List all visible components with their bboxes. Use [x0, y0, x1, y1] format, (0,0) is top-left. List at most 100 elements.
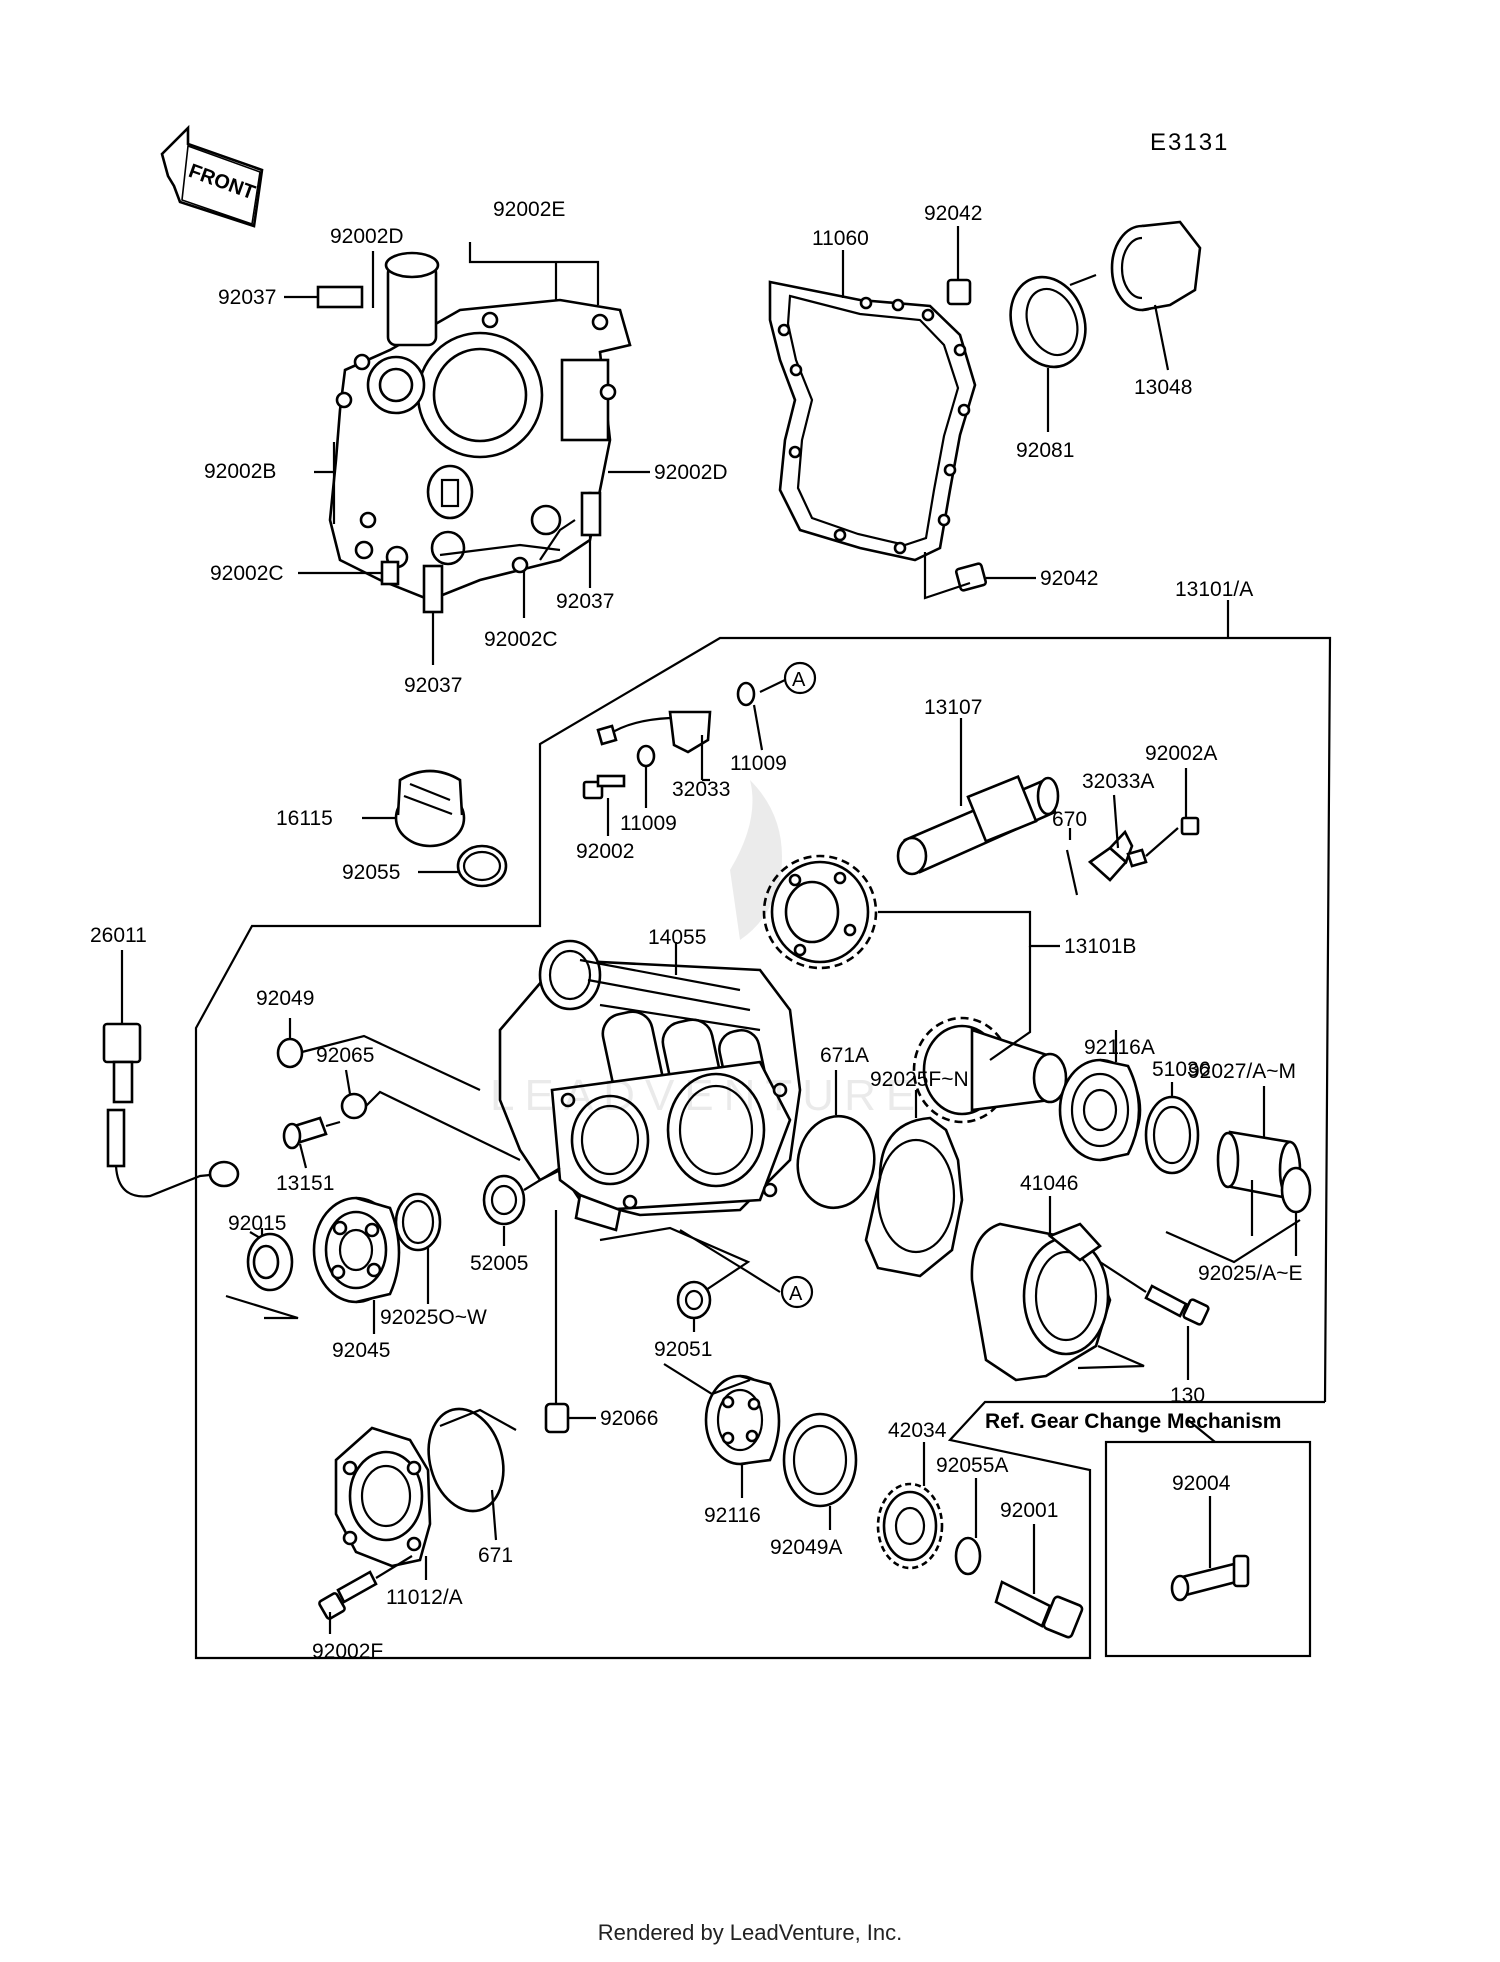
label-92055: 92055	[342, 861, 400, 884]
ref-gear-change-box	[1104, 1440, 1312, 1658]
label-92116: 92116	[704, 1504, 761, 1527]
label-41046: 41046	[1020, 1172, 1078, 1195]
label-92037-right: 92037	[556, 590, 614, 613]
label-32033A: 32033A	[1082, 770, 1154, 793]
seal-92051	[676, 1280, 712, 1320]
label-92002: 92002	[576, 840, 634, 863]
bolt-92002F-part	[318, 1555, 413, 1634]
label-92002B: 92002B	[204, 460, 276, 483]
guide-13048-part	[1110, 220, 1202, 371]
label-92027: 92027/A~M	[1188, 1060, 1296, 1083]
dowel-92042-bottom	[954, 562, 988, 592]
gear-13101B-part	[762, 854, 1068, 1124]
label-13101B: 13101B	[1064, 935, 1136, 958]
label-14055: 14055	[648, 926, 706, 949]
label-92037-left: 92037	[218, 286, 276, 309]
label-92002F: 92002F	[312, 1640, 383, 1663]
bolt-130-part	[1099, 1261, 1210, 1380]
collar-92027-part	[1216, 1086, 1302, 1200]
bearing-92116A-part	[1058, 1030, 1142, 1162]
washer-11009-mid	[636, 744, 656, 768]
label-92042-bottom: 92042	[1040, 567, 1098, 590]
label-32033: 32033	[672, 778, 730, 801]
callout-a-bottom	[780, 1275, 814, 1309]
pin-670	[1065, 849, 1079, 896]
footer-credit: Rendered by LeadVenture, Inc.	[597, 1920, 903, 1945]
washer-11009-right	[736, 681, 756, 707]
label-13101A: 13101/A	[1175, 578, 1253, 601]
ref-gear-change-note: Ref. Gear Change Mechanism	[985, 1410, 1281, 1433]
callout-a-top	[783, 661, 817, 695]
label-92025A-E: 92025/A~E	[1198, 1262, 1303, 1285]
label-11060: 11060	[812, 227, 869, 250]
housing-41046-part	[970, 1196, 1112, 1382]
label-11012A: 11012/A	[386, 1586, 463, 1609]
bolt-92004-part	[1170, 1496, 1250, 1602]
label-13048: 13048	[1134, 376, 1192, 399]
shim-92025A-E	[1280, 1166, 1312, 1214]
nut-92015-part	[246, 1231, 294, 1292]
gear-42034-part	[876, 1442, 944, 1570]
bearing-92045-part	[312, 1196, 401, 1334]
label-13107: 13107	[924, 696, 982, 719]
callout-a-bottom-letter: A	[789, 1283, 803, 1305]
o-ring-92055A	[954, 1536, 982, 1576]
diagram-code: E3131	[1150, 129, 1229, 156]
label-92049A: 92049A	[770, 1536, 842, 1559]
label-11009-right: 11009	[730, 752, 787, 775]
label-92001: 92001	[1000, 1499, 1058, 1522]
cover-11012A-part	[334, 1426, 432, 1580]
callout-a-top-letter: A	[792, 669, 806, 691]
plate-52005	[482, 1174, 526, 1226]
front-arrow-icon: FRONT	[160, 124, 264, 228]
label-92055A: 92055A	[936, 1454, 1008, 1477]
label-11009-mid: 11009	[620, 812, 677, 835]
label-92025F-N: 92025F~N	[870, 1068, 969, 1091]
bolt-92002A	[1180, 816, 1200, 836]
label-92015: 92015	[228, 1212, 286, 1235]
gear-housing-14055-part	[498, 939, 802, 1232]
group-13101a-boundary	[194, 636, 1332, 1660]
seal-92049	[276, 1037, 304, 1069]
dowel-92066	[544, 1402, 570, 1434]
label-92037-bottom: 92037	[404, 674, 462, 697]
label-92025O-W: 92025O~W	[380, 1306, 487, 1329]
gasket-92025F-N-part	[864, 1090, 964, 1278]
cover-gasket-part	[768, 250, 977, 562]
washer-92065	[340, 1092, 368, 1120]
svg-text:LEADVENTURE: LEADVENTURE	[490, 1071, 925, 1120]
crankcase-cover-part	[316, 251, 632, 614]
label-130: 130	[1170, 1384, 1205, 1407]
label-671: 671	[478, 1544, 513, 1567]
spring-92081-part	[1009, 273, 1097, 432]
label-92002D-right: 92002D	[654, 461, 728, 484]
oil-pipe-32033-part	[596, 710, 712, 782]
o-ring-671	[427, 1407, 505, 1513]
crankcase-leaders	[284, 242, 650, 665]
label-92002A: 92002A	[1145, 742, 1217, 765]
label-670: 670	[1052, 808, 1087, 831]
label-26011: 26011	[90, 924, 147, 947]
stopper-32033A-part	[1087, 794, 1148, 882]
label-16115: 16115	[276, 807, 333, 830]
label-92051: 92051	[654, 1338, 712, 1361]
label-51036: 51036	[1152, 1058, 1210, 1081]
label-92045: 92045	[332, 1339, 390, 1362]
label-92002C-left: 92002C	[210, 562, 284, 585]
label-42034: 42034	[888, 1419, 947, 1442]
bolt-92002-part	[582, 774, 626, 800]
label-13151: 13151	[276, 1172, 334, 1195]
label-92002E: 92002E	[493, 198, 565, 221]
harness-26011-part	[102, 950, 240, 1198]
label-92081: 92081	[1016, 439, 1074, 462]
dowel-92042-top	[946, 278, 972, 306]
bearing-92116-part	[704, 1374, 781, 1498]
shaft-13107-part	[896, 718, 1060, 876]
label-92066: 92066	[600, 1407, 658, 1430]
label-92049: 92049	[256, 987, 314, 1010]
o-ring-671A	[796, 1114, 876, 1210]
label-92065: 92065	[316, 1044, 374, 1067]
label-92002C-bottom: 92002C	[484, 628, 558, 651]
bolt-92001-part	[994, 1524, 1084, 1639]
